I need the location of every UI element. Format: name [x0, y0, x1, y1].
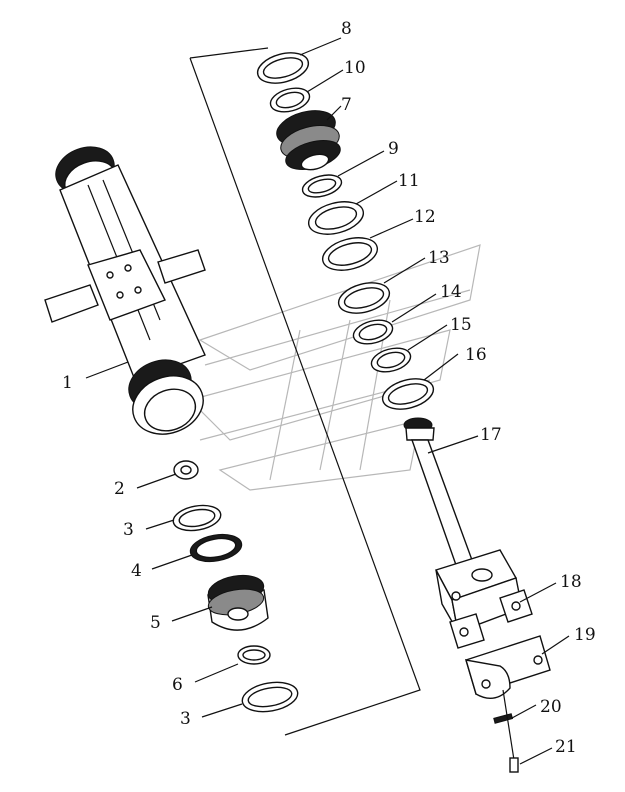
- label-16: 16: [465, 345, 487, 365]
- label-12: 12: [414, 207, 436, 227]
- part-18-rod-end-block: [434, 549, 533, 649]
- label-21: 21: [555, 737, 577, 757]
- part-19-clamp: [465, 635, 551, 700]
- part-20-pin: [493, 713, 514, 724]
- label-3-bottom: 3: [180, 709, 191, 729]
- part-2-nut: [173, 460, 199, 480]
- label-13: 13: [428, 248, 450, 268]
- part-13-ring: [337, 282, 391, 314]
- label-5: 5: [150, 613, 161, 633]
- part-21-bolt: [502, 689, 519, 773]
- label-18: 18: [560, 572, 582, 592]
- part-11-ring: [307, 201, 365, 235]
- part-8-ring: [256, 52, 310, 84]
- label-8: 8: [341, 19, 352, 39]
- part-7-guide: [276, 110, 341, 171]
- leader-lines: [85, 37, 570, 765]
- label-10: 10: [344, 58, 366, 78]
- part-12-ring: [321, 237, 379, 271]
- cylinder-barrel: [44, 146, 206, 435]
- label-4: 4: [131, 561, 142, 581]
- label-14: 14: [440, 282, 462, 302]
- part-6-ring: [237, 645, 271, 665]
- part-5-piston: [207, 574, 269, 631]
- label-9: 9: [388, 139, 399, 159]
- part-10-ring: [269, 87, 311, 113]
- part-9-ring: [301, 174, 343, 198]
- part-16-ring: [381, 378, 435, 410]
- part-labels: 8 10 7 9 11 12 13 14 15 16 17 18 19 20 2…: [62, 19, 596, 757]
- label-1: 1: [62, 373, 73, 393]
- label-19: 19: [574, 625, 596, 645]
- part-3-ring-top: [172, 504, 222, 532]
- label-7: 7: [341, 95, 352, 115]
- part-15-ring: [370, 347, 412, 373]
- label-17: 17: [480, 425, 502, 445]
- part-14-ring: [352, 319, 394, 345]
- label-11: 11: [398, 171, 420, 191]
- label-15: 15: [450, 315, 472, 335]
- label-20: 20: [540, 697, 562, 717]
- label-2: 2: [114, 479, 125, 499]
- label-3-top: 3: [123, 520, 134, 540]
- part-17-piston-rod: [403, 417, 473, 566]
- watermark-logo: [188, 244, 481, 491]
- label-6: 6: [172, 675, 183, 695]
- assembly-bracket-line: [189, 47, 421, 736]
- part-3-ring-bottom: [241, 681, 299, 713]
- part-4-ring: [189, 533, 243, 563]
